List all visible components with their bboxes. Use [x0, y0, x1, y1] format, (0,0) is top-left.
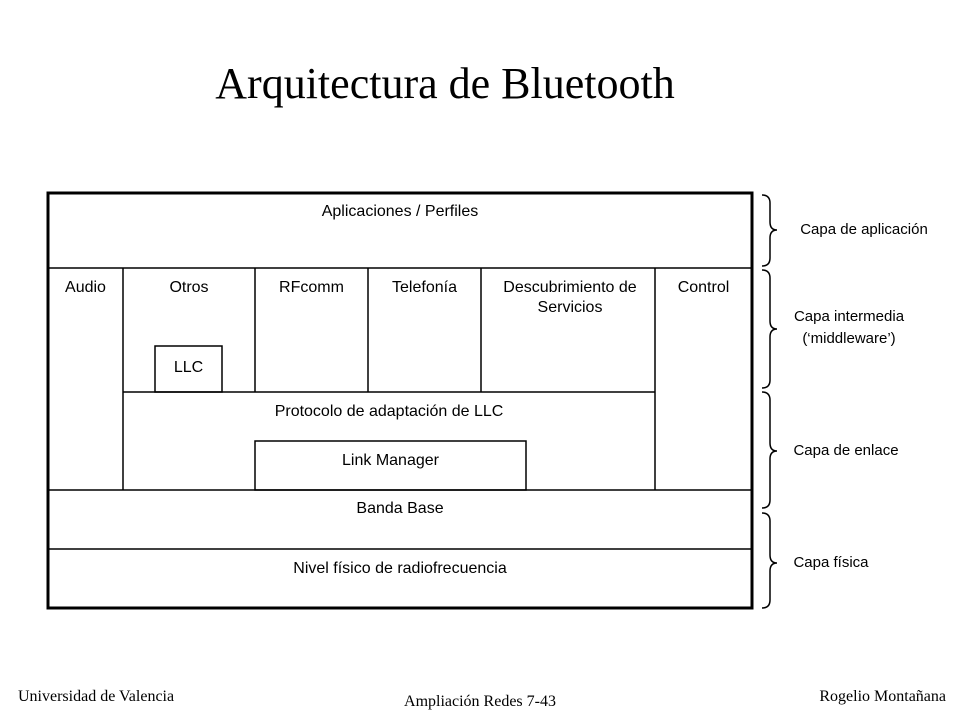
label-telefonia: Telefonía — [392, 279, 457, 296]
footer-left: Universidad de Valencia — [18, 688, 175, 705]
label-audio: Audio — [65, 279, 106, 296]
layer-label-fisica: Capa física — [793, 554, 869, 571]
label-l2cap: Protocolo de adaptación de LLC — [274, 403, 504, 420]
brace-aplicacion — [761, 194, 778, 267]
brace-fisica — [761, 512, 778, 609]
label-banda-base: Banda Base — [356, 500, 444, 517]
label-rfcomm: RFcomm — [279, 279, 344, 296]
footer-right: Rogelio Montañana — [819, 688, 946, 705]
footer-center: Ampliación Redes 7-43 — [404, 693, 556, 710]
stack-outer-border — [46, 191, 754, 610]
layer-label-intermedia-2: (‘middleware’) — [802, 330, 896, 347]
label-fisico: Nivel físico de radiofrecuencia — [293, 560, 507, 577]
brace-enlace — [761, 391, 778, 509]
layer-label-intermedia-1: Capa intermedia — [793, 308, 905, 325]
slide-title: Arquitectura de Bluetooth — [215, 59, 675, 108]
label-link-manager: Link Manager — [342, 452, 439, 469]
label-aplicaciones: Aplicaciones / Perfiles — [321, 203, 479, 220]
label-control: Control — [677, 279, 730, 296]
layer-label-aplicacion: Capa de aplicación — [800, 221, 928, 238]
brace-intermedia — [761, 269, 778, 389]
llc-box — [154, 345, 223, 393]
label-llc: LLC — [173, 359, 204, 376]
layer-label-enlace: Capa de enlace — [793, 442, 899, 459]
label-descubrimiento: Descubrimiento de Servicios — [503, 279, 637, 316]
label-otros: Otros — [169, 279, 209, 296]
